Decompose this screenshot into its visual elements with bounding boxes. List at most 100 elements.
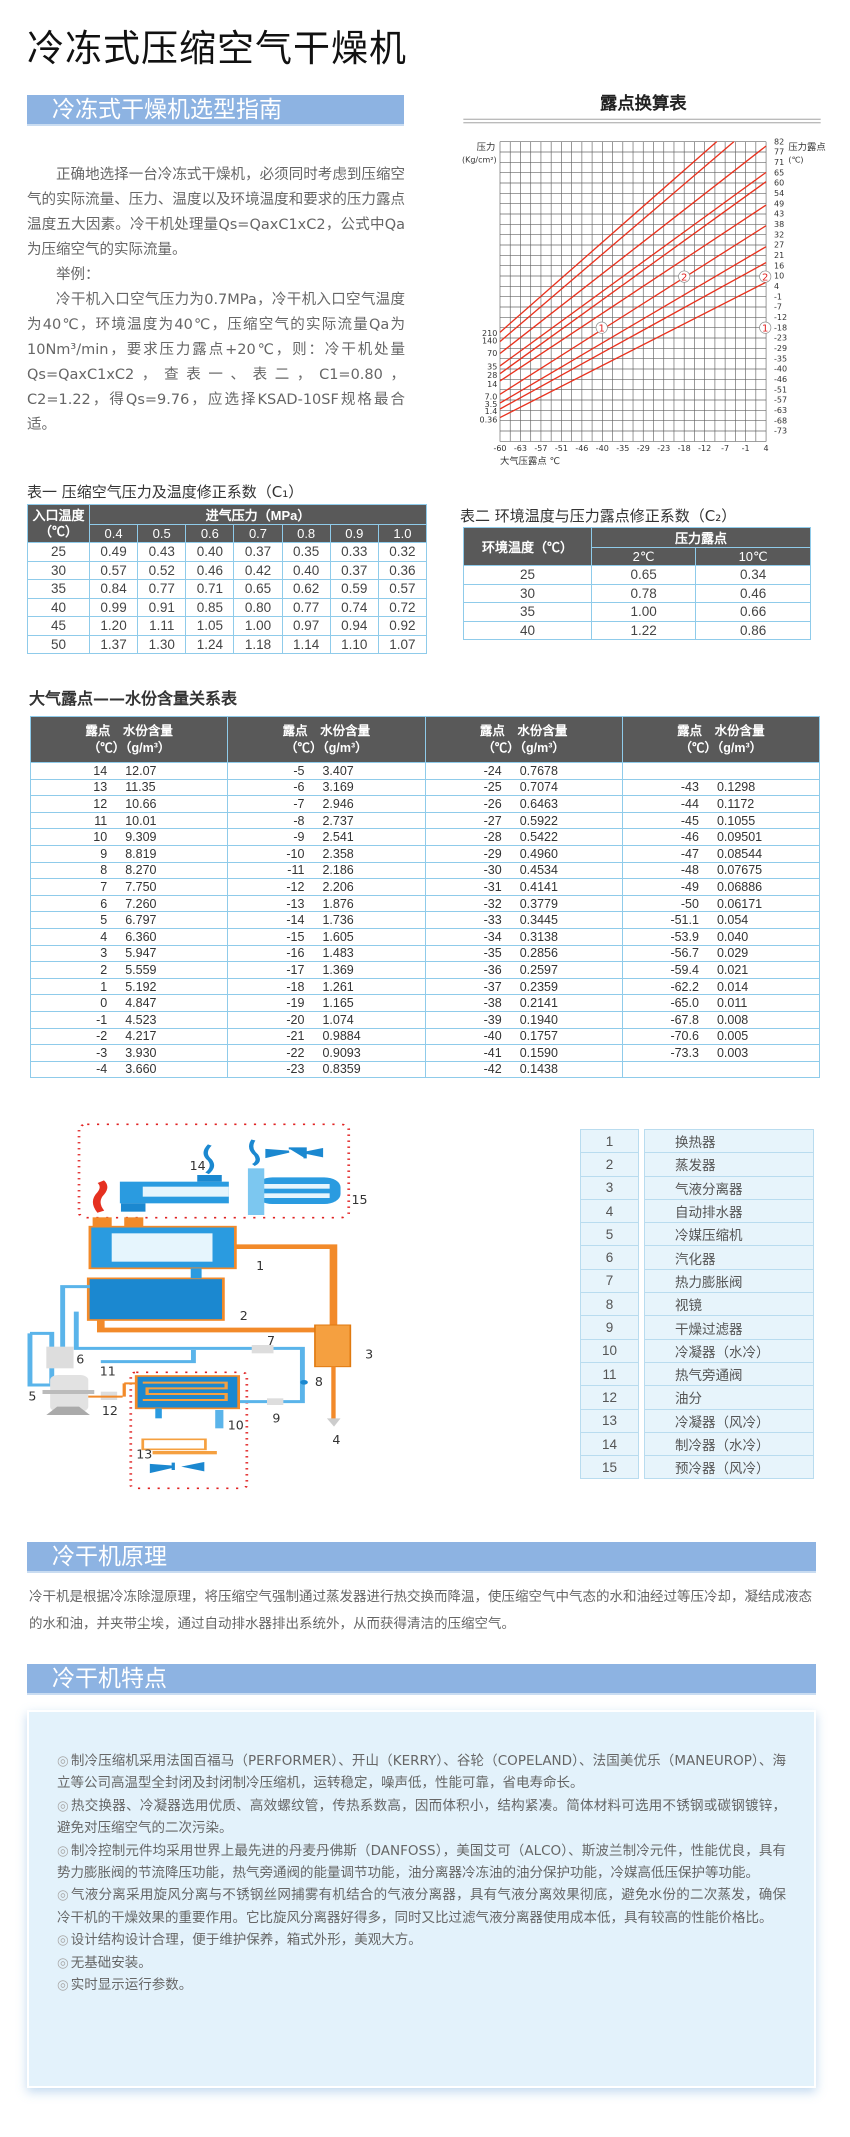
table-cell: 1.05 (185, 616, 235, 636)
dew-point: -17 (286, 962, 305, 977)
pressure-header: 0.4 (88, 524, 139, 543)
x-tick-label: -1 (742, 444, 750, 453)
water-content: 0.1055 (716, 813, 756, 828)
drain-4 (326, 1418, 341, 1427)
dew-point: -36 (483, 962, 502, 977)
table-cell: 0.59 (329, 579, 379, 599)
water-content: 0.2597 (519, 962, 558, 977)
feature-item: ◎设计结构设计合理，便于维护保养，箱式外形，美观大方。 (57, 1929, 786, 1951)
y-right-tick-label: 10 (774, 272, 784, 281)
table-cell: 0.91 (137, 597, 187, 617)
water-content: 0.06886 (716, 879, 763, 894)
dew-point: 12 (93, 796, 108, 811)
dewpoint-water-content-table: 露点 水份含量（℃）（g/m³）露点 水份含量（℃）（g/m³）露点 水份含量（… (29, 716, 821, 1079)
water-content: 0.054 (716, 913, 749, 928)
water-content: 0.4960 (519, 846, 558, 861)
legend-label: 汽化器 (644, 1245, 814, 1270)
water-content: 0.2856 (519, 946, 558, 961)
water-content: 0.9884 (322, 1029, 361, 1044)
dew-point: -6 (293, 780, 305, 795)
x-tick-label: -29 (637, 444, 650, 453)
water-content: 1.483 (322, 946, 354, 961)
dew-point: -56.7 (670, 946, 699, 961)
dew-point: -41 (483, 1045, 502, 1060)
dew-point: -8 (293, 813, 305, 828)
legend-label: 预冷器（风冷） (644, 1455, 814, 1480)
water-content: 0.003 (716, 1045, 749, 1060)
water-content: 0.005 (716, 1029, 749, 1044)
legend-label: 热力膨胀阀 (644, 1268, 814, 1294)
table-cell: 35 (27, 579, 90, 599)
bullet-icon: ◎ (57, 1932, 69, 1949)
series-line-0.36 (499, 281, 767, 419)
water-content: 1.261 (322, 979, 354, 994)
y-right-tick-label: -57 (774, 396, 787, 405)
pressure-header: 0.7 (233, 524, 283, 543)
chart-series (499, 141, 767, 419)
water-content: 0.040 (716, 929, 749, 944)
dew-point: -22 (286, 1045, 305, 1060)
dew-point: -18 (286, 979, 305, 994)
table-cell: 0.97 (281, 616, 331, 636)
legend-number: 11 (580, 1361, 639, 1387)
water-content: 0.2141 (519, 996, 558, 1011)
water-content: 0.1298 (716, 780, 756, 795)
series-line-210 (499, 141, 718, 333)
marker-circle (678, 270, 691, 283)
series-line-70 (499, 145, 767, 355)
table-cell: -48 0.07675 (621, 861, 821, 880)
legend-number: 7 (580, 1268, 639, 1294)
water-content: 1.074 (322, 1012, 354, 1027)
legend-label: 干燥过滤器 (644, 1315, 814, 1340)
water-content: 3.930 (125, 1045, 157, 1060)
table-cell: 25 (27, 542, 90, 562)
legend-label: 视镜 (644, 1292, 814, 1317)
y-left-tick-label: 140 (482, 336, 497, 345)
water-content: 0.07675 (716, 863, 763, 878)
water-content: 5.947 (125, 946, 157, 961)
marker-label: 2 (681, 272, 687, 283)
component-number-14: 14 (190, 1158, 206, 1173)
dew-point: 10 (93, 830, 108, 845)
legend-label: 蒸发器 (644, 1152, 814, 1177)
table-cell: 25 (463, 565, 592, 585)
water-table-header: 露点 水份含量（℃）（g/m³） (621, 716, 821, 763)
water-content: 0.09501 (716, 830, 763, 845)
chart-title: 露点换算表 (600, 93, 687, 114)
y-right-tick-label: -1 (774, 292, 782, 301)
table-cell: -36 0.2597 (424, 961, 623, 979)
table-cell: 0.86 (695, 620, 811, 640)
dew-point-chart: 露点换算表 -60-63-57-51-46-40-35-29-23-18-12-… (462, 93, 826, 467)
table-cell (621, 1060, 821, 1079)
water-content: 8.270 (125, 863, 157, 878)
water-content: 4.217 (125, 1029, 157, 1044)
water-content: 8.819 (125, 846, 157, 861)
table2-col-head: 环境温度（℃） (463, 527, 592, 566)
table-cell: 0.52 (137, 560, 187, 580)
dew-point: -48 (680, 863, 699, 878)
table1-caption: 表一 压缩空气压力及温度修正系数（C₁） (27, 483, 304, 501)
table-cell: 0.57 (88, 560, 139, 580)
